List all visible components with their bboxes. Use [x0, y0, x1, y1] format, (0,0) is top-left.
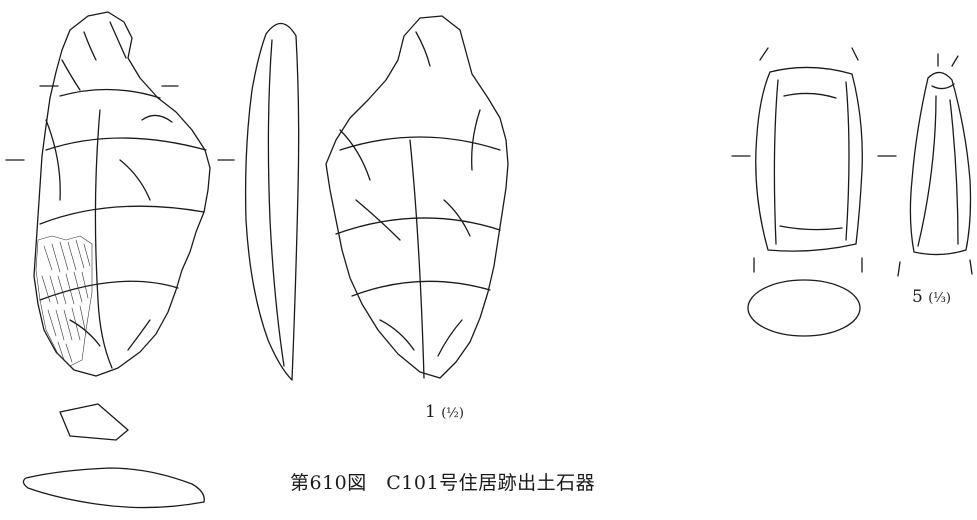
artifact-1-scale: (½)	[441, 406, 464, 421]
artifact-5-front-view	[754, 48, 862, 272]
artifact-1-number: 1	[425, 402, 436, 422]
artifact-1-section-ticks	[6, 86, 234, 160]
artifact-1-cross-section	[60, 404, 128, 440]
artifact-1-label: 1 (½)	[425, 402, 464, 422]
artifact-5-number: 5	[912, 287, 923, 307]
artifact-5-label: 5 (⅓)	[912, 287, 951, 307]
figure-caption: 第610図 C101号住居跡出土石器	[290, 472, 596, 494]
artifact-1-front-view	[34, 12, 210, 376]
artifact-1-back-view	[326, 16, 508, 378]
artifact-1-long-section	[23, 468, 204, 508]
artifact-1-side-view	[246, 23, 299, 380]
artifact-5-side-view	[898, 54, 972, 276]
cortex-hatching	[36, 236, 92, 366]
artifact-5-cross-section	[748, 280, 860, 336]
artifact-5-scale: (⅓)	[928, 291, 951, 306]
